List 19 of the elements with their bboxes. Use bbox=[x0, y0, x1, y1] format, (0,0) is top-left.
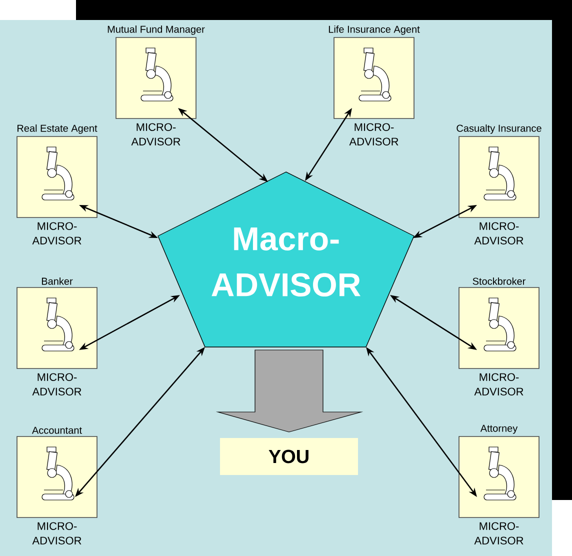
box-caption: MICRO- ADVISOR bbox=[349, 123, 398, 146]
box-caption: MICRO- ADVISOR bbox=[32, 222, 82, 244]
box-title: Banker bbox=[42, 277, 73, 285]
box-title: Casualty Insurance bbox=[456, 124, 542, 134]
box-title: Life Insurance Agent bbox=[328, 25, 420, 35]
box-title: Stockbroker bbox=[472, 277, 526, 285]
box-caption: MICRO- ADVISOR bbox=[131, 123, 180, 146]
pentagon: Macro- ADVISOR bbox=[158, 172, 414, 348]
label-box: YOU bbox=[220, 438, 358, 475]
box-caption: MICRO- ADVISOR bbox=[32, 522, 82, 544]
box-caption: MICRO- ADVISOR bbox=[474, 373, 524, 396]
box-caption: MICRO- ADVISOR bbox=[474, 522, 524, 544]
block-arrow bbox=[216, 350, 364, 432]
box-title: Attorney bbox=[480, 424, 518, 434]
box-title: Accountant bbox=[32, 426, 82, 434]
box-caption: MICRO- ADVISOR bbox=[474, 222, 524, 244]
box-caption: MICRO- ADVISOR bbox=[32, 373, 82, 396]
box-title: Mutual Fund Manager bbox=[108, 25, 205, 35]
box-title: Real Estate Agent bbox=[18, 124, 98, 134]
